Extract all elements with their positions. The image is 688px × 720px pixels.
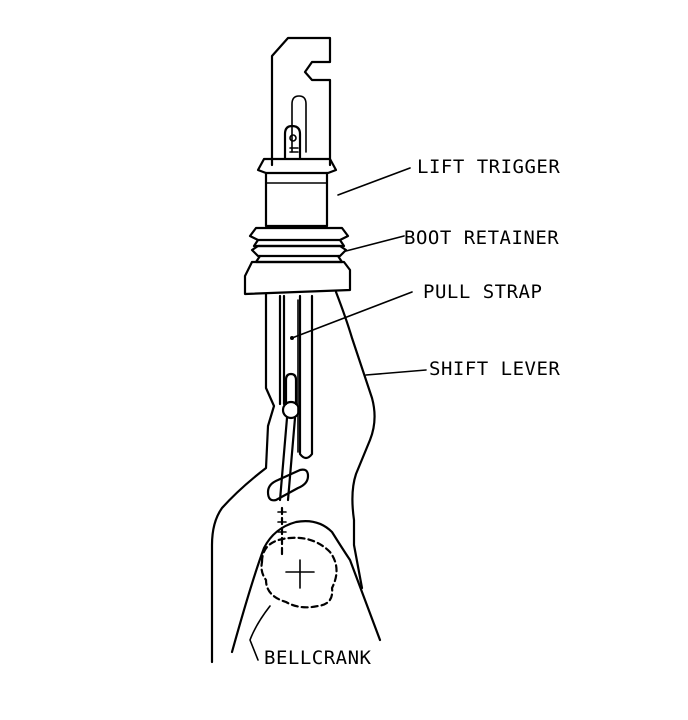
label-boot-retainer: BOOT RETAINER [404, 227, 559, 249]
pull-strap-channel [278, 294, 314, 460]
label-lift-trigger: LIFT TRIGGER [417, 156, 560, 178]
label-pull-strap: PULL STRAP [423, 281, 542, 303]
leader-lines [249, 167, 427, 661]
boot-retainer [248, 226, 350, 264]
shift-lever-body [210, 290, 382, 664]
label-shift-lever: SHIFT LEVER [429, 358, 560, 380]
boot [243, 260, 352, 296]
lift-trigger-rod [283, 95, 307, 160]
lever-top [270, 36, 332, 167]
label-bellcrank: BELLCRANK [264, 647, 372, 669]
pull-strap [266, 372, 310, 558]
lift-trigger-knob [256, 157, 338, 228]
bellcrank-outline [260, 536, 338, 609]
